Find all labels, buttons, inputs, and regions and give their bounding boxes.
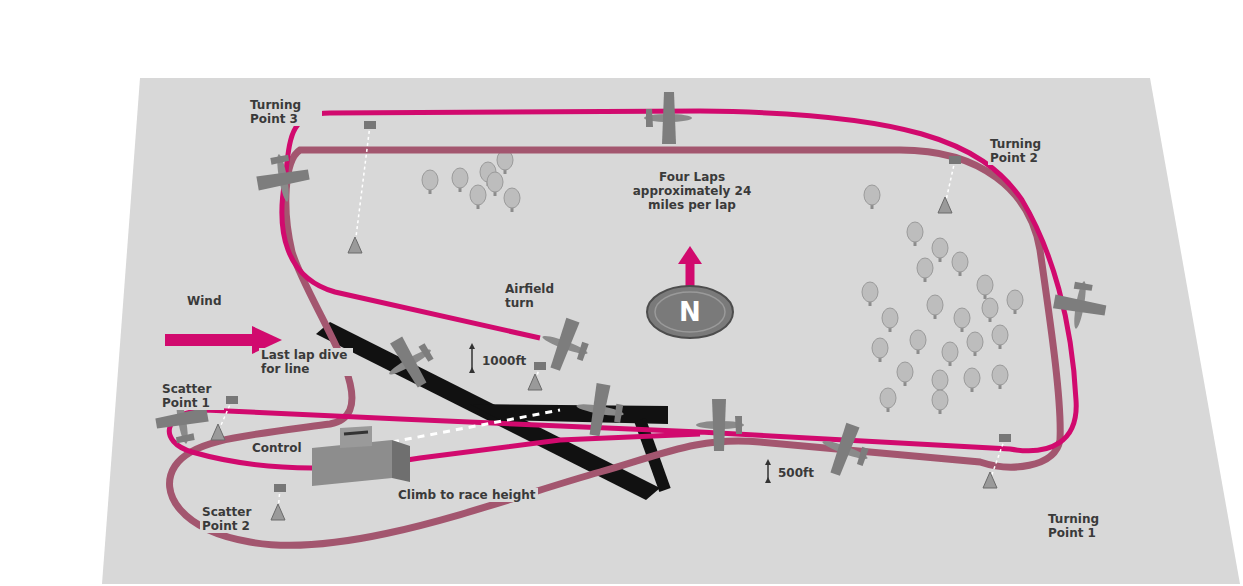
- race-track: [170, 150, 1061, 545]
- height-marker: [471, 346, 473, 370]
- pylons: [211, 121, 1011, 520]
- compass-rose: N: [645, 284, 735, 340]
- dive-line: [392, 410, 560, 442]
- trees: [422, 150, 1023, 414]
- aircraft: [152, 92, 1110, 483]
- course-label: Four Laps approximately 24 miles per lap: [625, 170, 759, 212]
- course-label: Scatter Point 2: [200, 505, 264, 533]
- course-label: Scatter Point 1: [160, 382, 224, 410]
- course-label: Turning Point 1: [1046, 512, 1120, 540]
- control-tower: [312, 426, 410, 486]
- course-label: Turning Point 2: [988, 137, 1062, 165]
- course-label: 500ft: [776, 466, 816, 480]
- race-route: [169, 111, 1076, 468]
- course-label: 1000ft: [480, 354, 528, 368]
- ground-plane: [102, 78, 1240, 584]
- course-label: Control: [250, 441, 304, 455]
- course-label: Wind: [185, 294, 223, 308]
- wind-arrow: [165, 334, 255, 346]
- height-marker: [767, 462, 769, 480]
- course-label: Last lap dive for line: [259, 348, 353, 376]
- compass-letter: N: [679, 297, 701, 327]
- course-label: Turning Point 3: [248, 98, 322, 126]
- course-label: Airfield turn: [503, 282, 567, 310]
- north-arrow: [678, 246, 702, 264]
- course-label: Climb to race height: [396, 488, 538, 502]
- north-arrow: [686, 262, 695, 288]
